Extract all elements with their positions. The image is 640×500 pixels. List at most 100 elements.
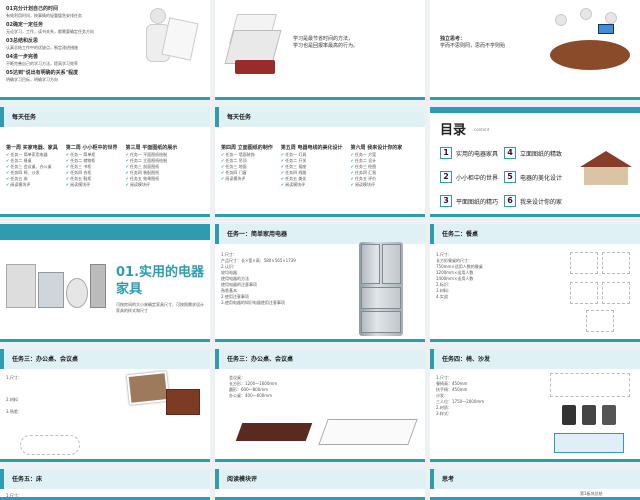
text-line: 使用电器的注意事项	[221, 282, 257, 287]
text-line: 3.样式：	[436, 411, 452, 416]
task-item: ✔任务三 插座	[280, 164, 307, 169]
slide-header-title: 阅读模块评	[227, 476, 258, 483]
task-column: 第一周 买家电器、家具 ✔任务一 简单家用电器 ✔任务二 餐桌 ✔任务三 会议桌…	[6, 145, 58, 188]
task-item: ✔任务五 评价	[350, 176, 377, 181]
text-line: 办公桌：400～600mm	[229, 393, 273, 398]
slide-15[interactable]: 思考 第1板块总结	[430, 469, 640, 500]
slide-10[interactable]: 任务三：办公桌、会议桌 1.尺寸： 2.材料 3.熟悉：	[0, 349, 210, 462]
slide-header-title: 任务三：办公桌、会议桌	[12, 356, 79, 363]
slide-7[interactable]: 01.实用的电器家具 可按房间的大小来确定家具尺寸，可按照需求设计家具的样式和尺…	[0, 224, 210, 342]
slide-1[interactable]: 01充分计划自己的时间 有效利用时间，按事情的轻重缓急安排任务 02确定一定任务…	[0, 0, 210, 100]
text-line: 2.使用注意事项	[221, 294, 249, 299]
text-line: 1.尺寸：	[436, 375, 452, 380]
slide-header-title: 任务二：餐桌	[442, 231, 479, 238]
think-block: 独立思考： 学而不思则罔，思而不学则殆	[440, 36, 505, 50]
task-item: ✔任务五 床	[6, 176, 28, 181]
slide-4[interactable]: 每天任务 第一周 买家电器、家具 ✔任务一 简单家用电器 ✔任务二 餐桌 ✔任务…	[0, 107, 210, 217]
task-item: ✔任务四 门窗	[221, 170, 247, 175]
slide-header-title: 思考	[442, 476, 455, 483]
plan-item-title: 02确定一定任务	[6, 22, 43, 28]
slide-header-title: 任务一：简单家用电器	[227, 231, 288, 238]
task-item: ✔任务二 吊顶	[221, 158, 247, 163]
plan-item-desc: 无论学习，工作，读书关系，都需要确定任务方向	[6, 29, 94, 34]
task-item: ✔任务五 美化	[280, 176, 307, 181]
slide-header: 任务三：办公桌、会议桌	[215, 349, 425, 369]
task-item: ✔阅读模块评	[221, 176, 246, 181]
task-item: ✔阅读模块评	[65, 182, 91, 187]
task-column: 第五周 电器电线的美化设计 ✔任务一 灯具 ✔任务二 开关 ✔任务三 插座 ✔任…	[281, 145, 343, 188]
text-line: 长方形餐桌的尺寸：	[436, 258, 472, 263]
task-column-title: 第五周 电器电线的美化设计	[280, 145, 343, 151]
plan-item-title: 01充分计划自己的时间	[6, 6, 58, 12]
slide-header: 任务五：床	[0, 469, 210, 489]
plan-list: 01充分计划自己的时间 有效利用时间，按事情的轻重缓急安排任务 02确定一定任务…	[6, 6, 94, 83]
text-line: 第1板块总结	[580, 491, 603, 496]
think-line: 学而不思则罔，思而不学则殆	[440, 43, 506, 49]
slide-12[interactable]: 任务四：椅、沙发 1.尺寸： 餐椅高：450mm 扶手椅：450mm 沙发： 三…	[430, 349, 640, 462]
task-item: ✔任务四 线路	[280, 170, 307, 175]
task-item: ✔任务四 衣柜	[65, 170, 92, 175]
task-column: 第四周 立面图纸的制作 ✔任务一 墙面装饰 ✔任务二 吊顶 ✔任务三 地面 ✔任…	[221, 145, 273, 188]
plan-item-title: 05达到"说出有明确的关系"程度	[6, 70, 79, 76]
text-line: 2.材料	[6, 397, 18, 402]
toc-subtitle: content	[474, 127, 490, 132]
slide-9[interactable]: 任务二：餐桌 1.尺寸： 长方形餐桌的尺寸： 750mm×适用人数的餐桌 120…	[430, 224, 640, 342]
task-item: ✔任务二 开关	[280, 158, 307, 163]
section-title: 01.实用的电器家具	[116, 265, 205, 297]
task-column-title: 第一周 买家电器、家具	[6, 145, 58, 151]
task-item: ✔阅读模块评	[125, 182, 150, 187]
text-line: 3.使用电器的知识电器使用注意事项	[221, 300, 285, 305]
slide-3[interactable]: 独立思考： 学而不思则罔，思而不学则殆	[430, 0, 640, 100]
text-line: 1200mm×适用人数	[436, 270, 474, 275]
task-item: ✔任务一 墙面装饰	[221, 152, 255, 157]
task-item: ✔任务二 设计	[350, 158, 377, 163]
task-column: 第六周 我来设计你的家 ✔任务一 方案 ✔任务二 设计 ✔任务三 绘图 ✔任务四…	[351, 145, 403, 188]
plan-item-desc: 不断完善自己的学习方法，提高学习效率	[6, 61, 78, 66]
task-item: ✔任务三 会议桌、办公桌	[6, 164, 52, 169]
task-column-title: 第四周 立面图纸的制作	[221, 145, 273, 151]
plan-item: 02确定一定任务 无论学习，工作，读书关系，都需要确定任务方向	[6, 22, 94, 35]
text-line: 4.实战	[436, 294, 448, 299]
slide-header: 任务四：椅、沙发	[430, 349, 640, 369]
task-text: 1.尺寸： 2.材料 3.熟悉：	[6, 375, 116, 415]
slide-header: 任务二：餐桌	[430, 224, 640, 244]
slide-2[interactable]: 学习是最节省时间的方法， 学习也是回报率最高的行为。	[215, 0, 425, 100]
task-item: ✔任务一 简单柜	[65, 152, 96, 157]
quote-line-1: 学习是最节省时间的方法，	[293, 36, 354, 42]
task-item: ✔任务二 储物柜	[65, 158, 96, 163]
slide-header-title: 任务五：床	[12, 476, 43, 483]
plan-item-desc: 有效利用时间，按事情的轻重缓急安排任务	[6, 13, 82, 18]
text-line: 使用电器的方法	[221, 276, 249, 281]
slide-8[interactable]: 任务一：简单家用电器 1.尺寸： 产品尺寸：长×宽×高：580×565×1739…	[215, 224, 425, 342]
task-item: ✔任务四 椅、沙发	[6, 170, 40, 175]
slide-14[interactable]: 阅读模块评	[215, 469, 425, 500]
task-column-title: 第六周 我来设计你的家	[350, 145, 403, 151]
slide-header-title: 每天任务	[227, 114, 252, 121]
slide-header: 阅读模块评	[215, 469, 425, 489]
text-line: 圆形：600～800mm	[229, 387, 269, 392]
slide-11[interactable]: 任务三：办公桌、会议桌 会议桌： 长方形：1200～1600mm 圆形：600～…	[215, 349, 425, 462]
slide-13[interactable]: 任务五：床 1.尺寸：	[0, 469, 210, 500]
think-title: 独立思考：	[440, 36, 466, 42]
task-column-title: 第二周 小小柜中的世界	[65, 145, 118, 151]
task-item: ✔任务三 剖面图纸	[125, 164, 160, 169]
slide-header-title: 任务三：办公桌、会议桌	[227, 356, 294, 363]
task-column-title: 第三周 平面图纸的展示	[125, 145, 178, 151]
text-line: 较均电器	[221, 270, 237, 275]
text-line: 750mm×适用人数的餐桌	[436, 264, 483, 269]
task-column: 第三周 平面图纸的展示 ✔任务一 平面图纸绘制 ✔任务二 立面图纸绘制 ✔任务三…	[126, 145, 178, 188]
slide-5[interactable]: 每天任务 第四周 立面图纸的制作 ✔任务一 墙面装饰 ✔任务二 吊顶 ✔任务三 …	[215, 107, 425, 217]
section-desc: 可按房间的大小来确定家具尺寸，可按照需求设计家具的样式和尺寸	[116, 302, 204, 313]
text-line: 1.尺寸：	[6, 375, 22, 380]
slide-header: 任务一：简单家用电器	[215, 224, 425, 244]
text-line: 餐椅高：450mm	[436, 381, 468, 386]
text-line: 3.熟悉：	[6, 409, 22, 414]
task-column: 第二周 小小柜中的世界 ✔任务一 简单柜 ✔任务二 储物柜 ✔任务三 书柜 ✔任…	[66, 145, 118, 188]
